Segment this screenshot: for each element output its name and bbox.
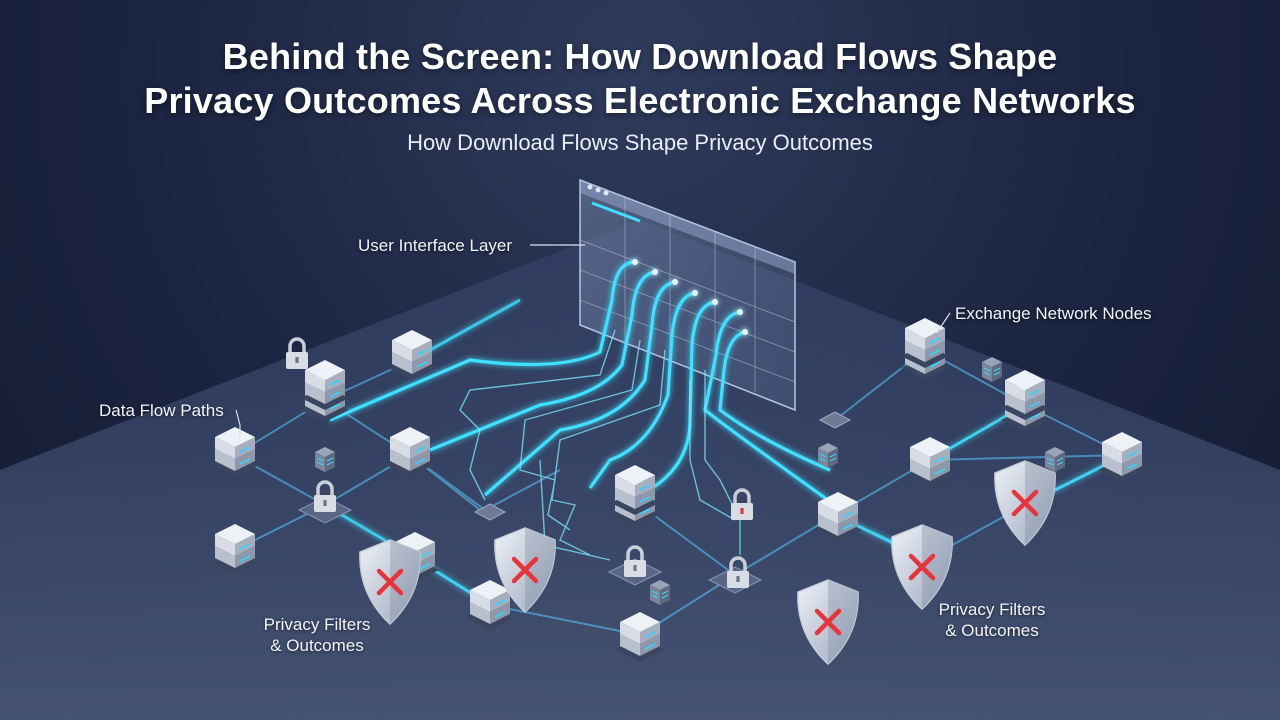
padlock-icon bbox=[731, 488, 753, 520]
filters-right-line-2: & Outcomes bbox=[945, 621, 1039, 640]
thin-flow-traces bbox=[459, 329, 741, 561]
storage-cube-icon bbox=[314, 446, 336, 473]
ui-layer-label: User Interface Layer bbox=[358, 236, 513, 255]
privacy-filters-label-right: Privacy Filters & Outcomes bbox=[927, 599, 1057, 641]
data-flow-label: Data Flow Paths bbox=[99, 401, 224, 420]
cable-ends bbox=[632, 259, 748, 335]
filters-left-line-2: & Outcomes bbox=[270, 636, 364, 655]
storage-cube-icon bbox=[817, 442, 839, 469]
padlock-icon bbox=[284, 337, 310, 371]
filters-right-line-1: Privacy Filters bbox=[938, 600, 1046, 619]
privacy-filters-label-left: Privacy Filters & Outcomes bbox=[252, 614, 382, 656]
storage-cube-icon bbox=[649, 579, 671, 606]
subtitle: How Download Flows Shape Privacy Outcome… bbox=[407, 130, 873, 155]
title-line-1: Behind the Screen: How Download Flows Sh… bbox=[222, 36, 1058, 77]
network-nodes-label: Exchange Network Nodes bbox=[955, 304, 1152, 323]
title-line-2: Privacy Outcomes Across Electronic Excha… bbox=[144, 80, 1136, 121]
small-hub bbox=[473, 411, 852, 521]
storage-cube-icon bbox=[981, 356, 1003, 383]
filters-left-line-1: Privacy Filters bbox=[263, 615, 371, 634]
storage-cube-icon bbox=[1044, 446, 1066, 473]
callout-leaders bbox=[235, 244, 951, 438]
